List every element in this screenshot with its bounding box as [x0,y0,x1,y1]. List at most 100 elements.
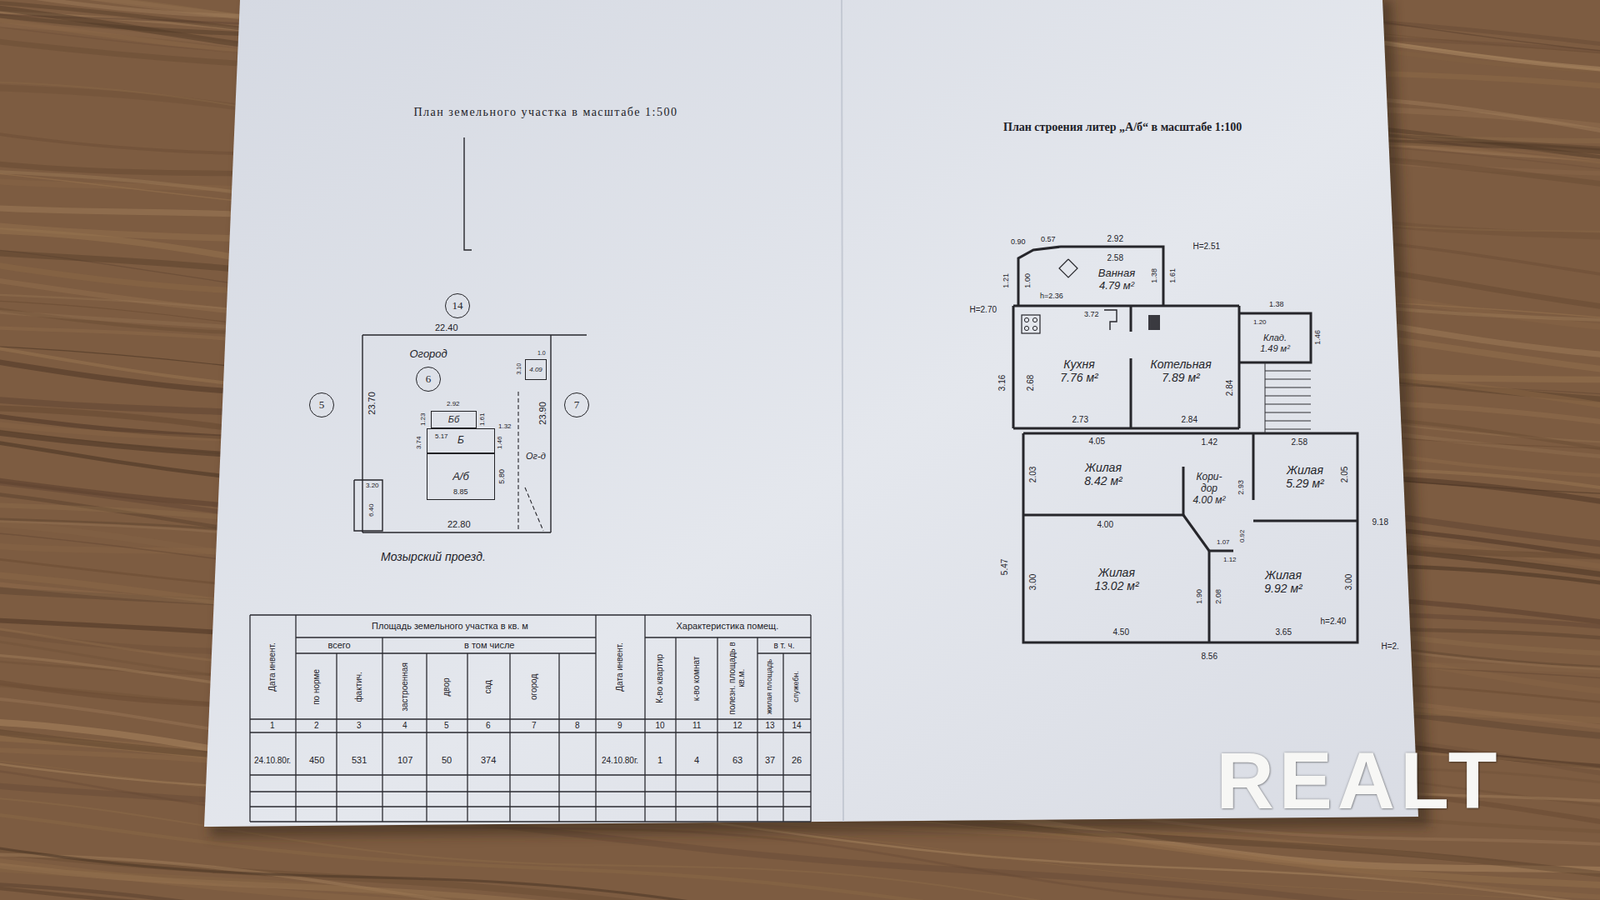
room-box: Котельная7.89 м² [1141,341,1221,400]
room-dimension: 1.42 [1201,438,1218,448]
column-number: 5 [444,721,450,731]
wall [1182,466,1185,515]
room-dimension: 2.08 [1215,589,1224,605]
wall [1183,515,1210,551]
plot-mark: Бб [448,414,460,425]
room-area: 7.76 м² [1060,370,1098,385]
table-rule [756,637,758,822]
plot-dimension: 23.70 [367,391,378,415]
room-dimension: 3.00 [1345,573,1355,590]
table-rule [425,653,427,822]
column-number: 9 [617,721,623,731]
plot-boundary [354,480,383,531]
room-dimension: 5.47 [1000,558,1010,575]
room-box: Жилая13.02 м² [1058,558,1175,600]
paper-sheet [204,0,1419,827]
plot-boundary [362,334,587,335]
plot-note: Ог-д [525,451,546,462]
table-rule [757,652,811,654]
plot-boundary [464,137,472,250]
paper-fold [841,0,844,822]
table-value: 63 [732,755,743,766]
table-value: 4 [694,755,700,766]
table-header: К-во квартир [655,641,665,715]
porch-steps [1265,412,1311,414]
room-dimension: 1.00 [1024,273,1033,289]
wall [1130,305,1133,332]
table-rule [466,653,468,822]
plot-boundary [362,531,551,533]
room-dimension: 2.58 [1107,254,1124,264]
table-rule [250,731,811,733]
table-header: в том числе [464,640,515,651]
table-header: фактич. [355,656,365,717]
room-dimension: 2.05 [1340,465,1350,482]
room-dimension: 2.84 [1181,415,1198,425]
column-number: 2 [314,721,320,731]
table-header: Дата инвент. [268,620,278,713]
plot-dimension: 3.10 [515,363,523,375]
wall [1253,520,1358,523]
porch-steps [1265,395,1311,397]
room-box: Клад.1.49 м² [1244,327,1306,360]
column-number: 3 [356,721,362,731]
plot-number-circle: 6 [415,366,441,392]
table-rule [250,774,811,775]
table-rule [716,637,718,822]
room-dimension: 8.56 [1201,652,1218,662]
stove-burner [1032,325,1037,330]
table-rule [249,615,250,822]
table-rule [675,637,676,822]
table-rule [509,653,510,822]
plot-mark: А/б [452,470,470,484]
plot-dimension: 1.23 [420,412,428,426]
watermark: REALT [1216,740,1503,821]
column-number: 10 [655,721,665,731]
room-dimension: Н=2.70 [970,305,998,315]
table-value: 107 [397,755,413,766]
room-dimension: 0.92 [1239,529,1247,543]
plot-dimension: 8.85 [453,488,469,497]
street-name: Мозырский проезд. [380,550,486,564]
plot-dimension: 1.0 [537,350,546,357]
table-rule [644,615,645,822]
porch-steps [1265,370,1311,372]
table-value: 24.10.80г. [601,756,639,766]
room-name: Ванная [1098,267,1135,280]
building-box: 4.09 [525,359,547,380]
room-box: Жилая8.42 м² [1049,455,1158,493]
room-area: 5.29 м² [1285,476,1324,490]
room-dimension: 2.68 [1026,374,1036,390]
plot-boundary [361,335,363,533]
sheet-title: План строения литер „А/б“ в масштабе 1:1… [1003,120,1242,134]
boiler-symbol [1148,315,1160,330]
room-name: Клад. [1263,332,1287,344]
sink-symbol [1104,310,1117,330]
plot-dimension: 1.61 [479,412,487,426]
table-rule [250,805,811,807]
table-rule [810,615,811,822]
table-value: 374 [480,755,496,766]
room-dimension: 0.57 [1040,235,1056,245]
room-name: Жилая [1286,463,1324,477]
room-dimension: 3.16 [998,374,1008,390]
table-rule [250,790,811,792]
room-dimension: 3.65 [1275,628,1292,638]
table-header: Характеристика помещ. [676,621,780,632]
plot-dimension: 5.17 [435,433,449,441]
plot-dimension: 22.40 [435,323,459,334]
wall [1238,305,1241,429]
room-dimension: Н=2. [1381,642,1400,652]
table-rule [782,653,784,822]
porch-steps [1265,379,1311,380]
column-number: 13 [765,721,775,731]
building-box: Бб [430,410,477,429]
room-name: Котельная [1150,357,1211,371]
table-header: по норме [312,656,322,717]
column-number: 6 [485,721,491,731]
room-dimension: 1.61 [1169,268,1178,284]
table-header: огород [530,656,540,717]
plot-note: Огород [410,348,448,360]
table-value: 1 [657,755,663,766]
